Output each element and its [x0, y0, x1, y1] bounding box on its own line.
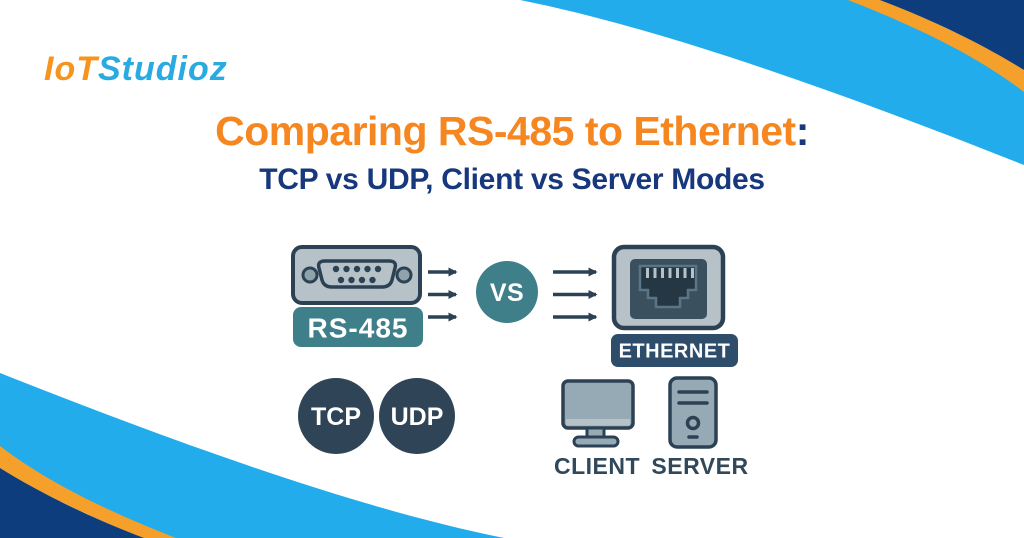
arrows-right: [553, 267, 598, 322]
tcp-label: TCP: [311, 403, 361, 431]
udp-circle: UDP: [379, 378, 455, 454]
udp-label: UDP: [391, 403, 444, 431]
vs-label: VS: [490, 279, 524, 307]
server-label: SERVER: [651, 453, 748, 479]
arrows-left: [428, 267, 458, 322]
page-title-text: Comparing RS-485 to Ethernet: [215, 108, 796, 154]
logo-part-studioz: Studioz: [97, 50, 228, 88]
db9-serial-connector-icon: [291, 245, 422, 305]
vs-circle: VS: [476, 261, 538, 323]
page-title-colon: :: [795, 108, 810, 154]
rs485-label: RS-485: [308, 313, 409, 344]
screw-hole-left: [301, 266, 319, 284]
tcp-circle: TCP: [298, 378, 374, 454]
rs485-badge: RS-485: [293, 307, 423, 347]
page-subtitle: TCP vs UDP, Client vs Server Modes: [259, 163, 765, 196]
page-title: Comparing RS-485 to Ethernet:: [0, 108, 1024, 155]
client-label: CLIENT: [554, 453, 640, 479]
rj45-pins: [646, 268, 694, 278]
tower-pc-icon: [668, 376, 718, 449]
rj45-ethernet-port-icon: [611, 244, 726, 331]
ethernet-badge: ETHERNET: [611, 334, 738, 367]
logo-part-iot: IoT: [44, 50, 98, 88]
db9-pins: [332, 265, 382, 284]
desktop-monitor-icon: [561, 379, 635, 448]
ethernet-label: ETHERNET: [619, 341, 731, 363]
iotstudioz-logo: IoTStudioz: [44, 50, 228, 89]
screw-hole-right: [395, 266, 413, 284]
